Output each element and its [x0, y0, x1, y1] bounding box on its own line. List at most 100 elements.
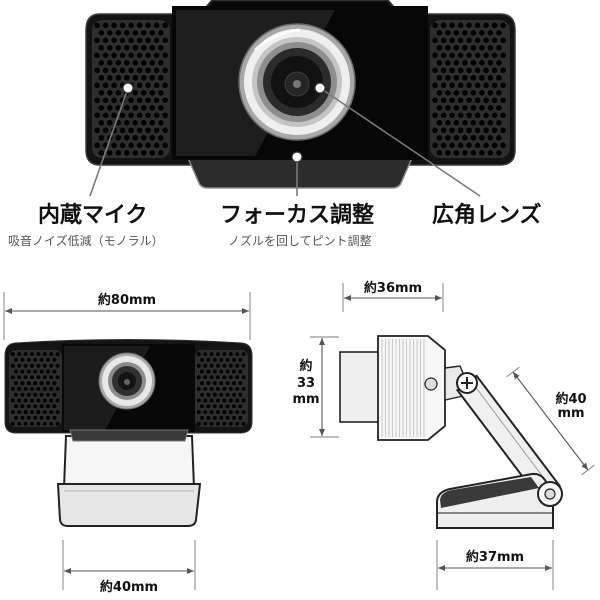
grille-hole [132, 60, 139, 66]
grille-hole [432, 67, 438, 74]
grille-hole [487, 135, 494, 141]
grille-hole [162, 112, 168, 119]
grille-hole [26, 392, 31, 397]
grille-hole [42, 398, 47, 403]
front-clip-foot [56, 483, 202, 527]
grille-hole [26, 404, 31, 409]
grille-hole [145, 52, 151, 59]
grille-hole [52, 392, 57, 397]
grille-hole [496, 135, 502, 141]
grille-hole [124, 150, 130, 156]
grille-hole [94, 82, 100, 89]
grille-hole [145, 127, 151, 134]
grille-hole [196, 363, 201, 368]
grille-hole [462, 90, 468, 96]
grille-hole [17, 363, 22, 368]
grille-hole [124, 45, 130, 51]
grille-hole [30, 363, 34, 368]
grille-hole [49, 375, 54, 380]
grille-hole [136, 67, 143, 74]
grille-hole [132, 45, 139, 51]
grille-hole [39, 404, 44, 409]
grille-hole [487, 90, 494, 96]
lens-leader-dot [314, 82, 326, 94]
grille-hole [453, 60, 460, 66]
grille-hole [55, 352, 60, 357]
grille-hole [132, 105, 139, 111]
focus-leader-dot [291, 151, 303, 163]
grille-hole [445, 30, 451, 36]
grille-hole [55, 375, 60, 380]
grille-hole [102, 97, 109, 104]
grille-hole [432, 112, 438, 119]
grille-hole [479, 30, 485, 36]
grille-hole [10, 421, 15, 426]
grille-hole [203, 363, 208, 368]
grille-hole [200, 381, 204, 386]
grille-hole [222, 386, 227, 391]
grille-hole [462, 120, 468, 126]
grille-hole [209, 352, 214, 357]
grille-hole [20, 415, 25, 420]
grille-hole [479, 90, 485, 96]
grille-hole [483, 97, 489, 104]
side-view [339, 335, 563, 529]
grille-hole [449, 112, 455, 119]
side-rear-housing [339, 351, 381, 423]
grille-hole [457, 22, 464, 29]
grille-hole [206, 404, 211, 409]
grille-hole [500, 52, 506, 59]
grille-hole [466, 52, 472, 59]
grille-hole [158, 45, 164, 51]
grille-hole [149, 60, 156, 66]
base-depth-label: 約37mm [466, 549, 524, 565]
grille-hole [203, 398, 208, 403]
grille-hole [124, 75, 130, 81]
arm-length-dimension-line [512, 371, 589, 471]
grille-hole [162, 37, 168, 44]
grille-hole [33, 369, 38, 374]
grille-hole [115, 45, 122, 51]
grille-hole [107, 60, 113, 66]
grille-hole [235, 363, 240, 368]
grille-hole [132, 90, 139, 96]
grille-hole [42, 363, 47, 368]
grille-hole [196, 421, 201, 426]
front-lens [98, 352, 156, 410]
grille-hole [10, 398, 15, 403]
grille-hole [153, 22, 160, 29]
grille-hole [23, 410, 28, 415]
grille-hole [228, 421, 233, 426]
grille-hole [153, 142, 160, 149]
grille-hole [145, 67, 151, 74]
grille-hole [219, 415, 224, 420]
grille-hole [466, 112, 472, 119]
grille-hole [222, 375, 227, 380]
grille-hole [26, 357, 31, 362]
grille-hole [453, 75, 460, 81]
grille-hole [111, 142, 117, 149]
grille-hole [500, 37, 506, 44]
grille-hole [449, 142, 455, 149]
grille-hole [235, 386, 240, 391]
grille-hole [20, 381, 25, 386]
front-chin [69, 429, 189, 442]
grille-hole [449, 127, 455, 134]
grille-hole [102, 112, 109, 119]
grille-hole [474, 142, 481, 149]
grille-hole [55, 410, 60, 415]
front-clip-plate [62, 435, 196, 489]
grille-hole [149, 75, 156, 81]
grille-hole [203, 352, 208, 357]
grille-hole [153, 37, 160, 44]
grille-hole [141, 75, 147, 81]
grille-hole [162, 22, 168, 29]
grille-hole [436, 105, 443, 111]
grille-hole [98, 75, 105, 81]
grille-hole [200, 404, 204, 409]
grille-hole [206, 415, 211, 420]
grille-hole [153, 67, 160, 74]
dimension-arrowhead [319, 338, 325, 345]
grille-hole [241, 386, 246, 391]
grille-hole [132, 150, 139, 156]
